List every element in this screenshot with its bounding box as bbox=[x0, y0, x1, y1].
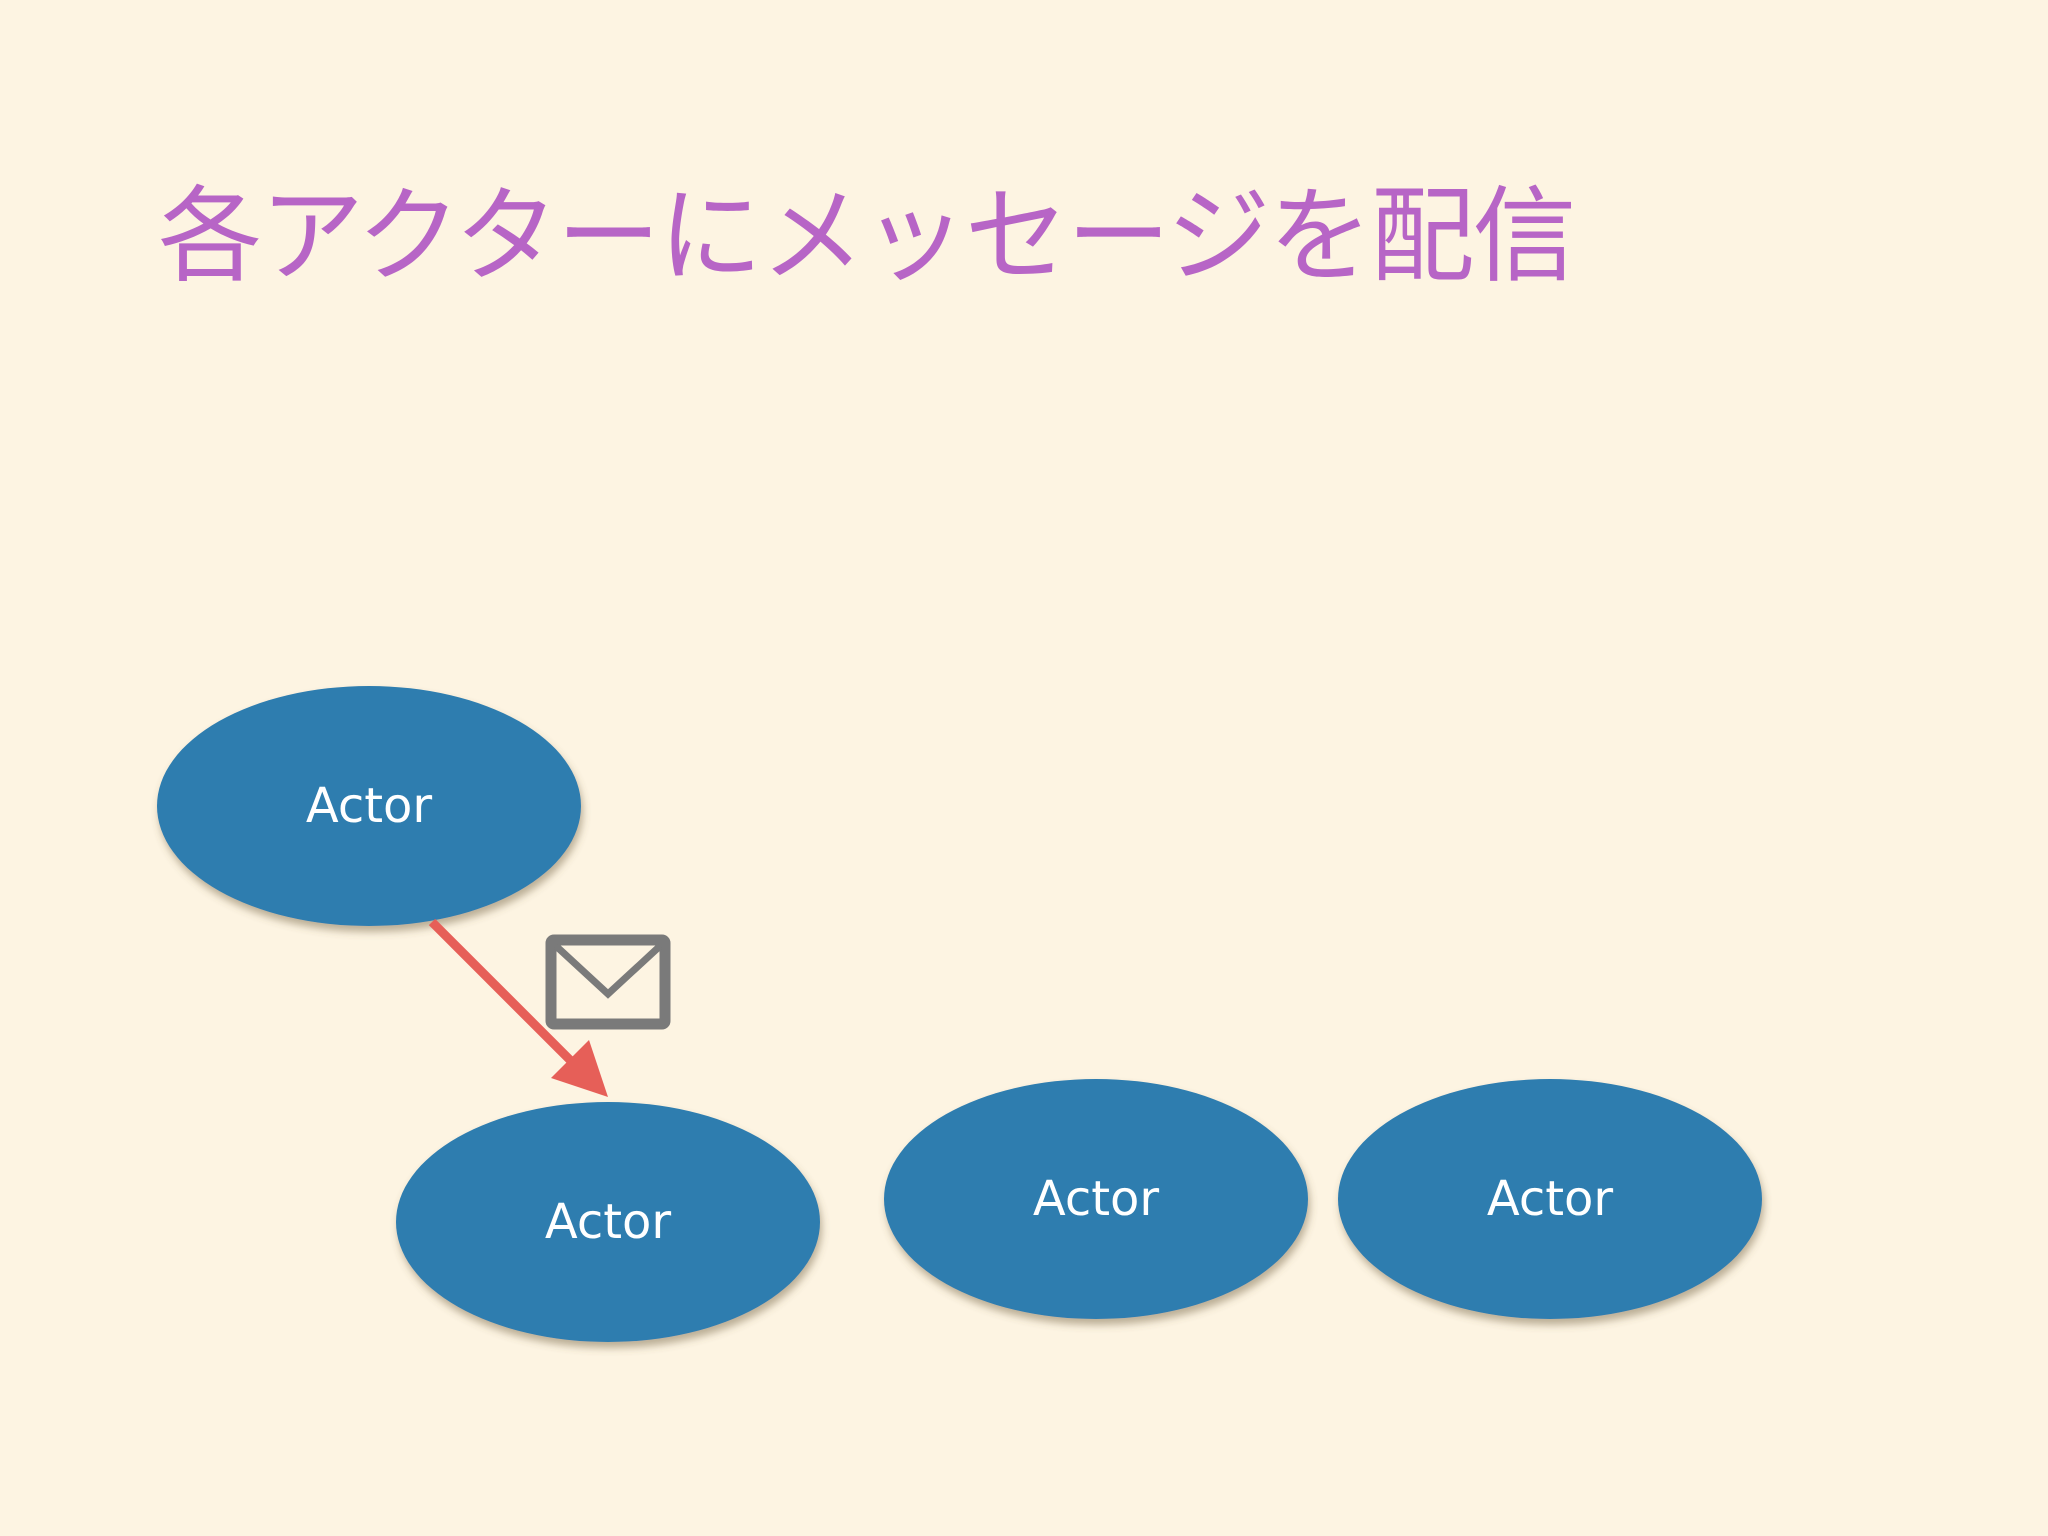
actor-label: Actor bbox=[306, 778, 433, 834]
envelope-icon bbox=[545, 934, 671, 1030]
actor-label: Actor bbox=[1487, 1171, 1614, 1227]
actor-label: Actor bbox=[545, 1194, 672, 1250]
arrow-line bbox=[428, 918, 582, 1072]
arrow-head bbox=[551, 1040, 608, 1097]
actor-ellipse bbox=[1338, 1079, 1762, 1319]
actor-node: Actor bbox=[396, 1102, 820, 1342]
message-arrow bbox=[428, 918, 608, 1097]
envelope-frame bbox=[545, 934, 671, 1030]
actor-ellipse bbox=[884, 1079, 1308, 1319]
actor-node: Actor bbox=[157, 686, 581, 926]
envelope-flap bbox=[553, 943, 663, 999]
slide-title: 各アクターにメッセージを配信 bbox=[158, 175, 1577, 297]
actor-ellipse bbox=[157, 686, 581, 926]
actor-node: Actor bbox=[884, 1079, 1308, 1319]
actor-label: Actor bbox=[1033, 1171, 1160, 1227]
actor-ellipse bbox=[396, 1102, 820, 1342]
actor-node: Actor bbox=[1338, 1079, 1762, 1319]
